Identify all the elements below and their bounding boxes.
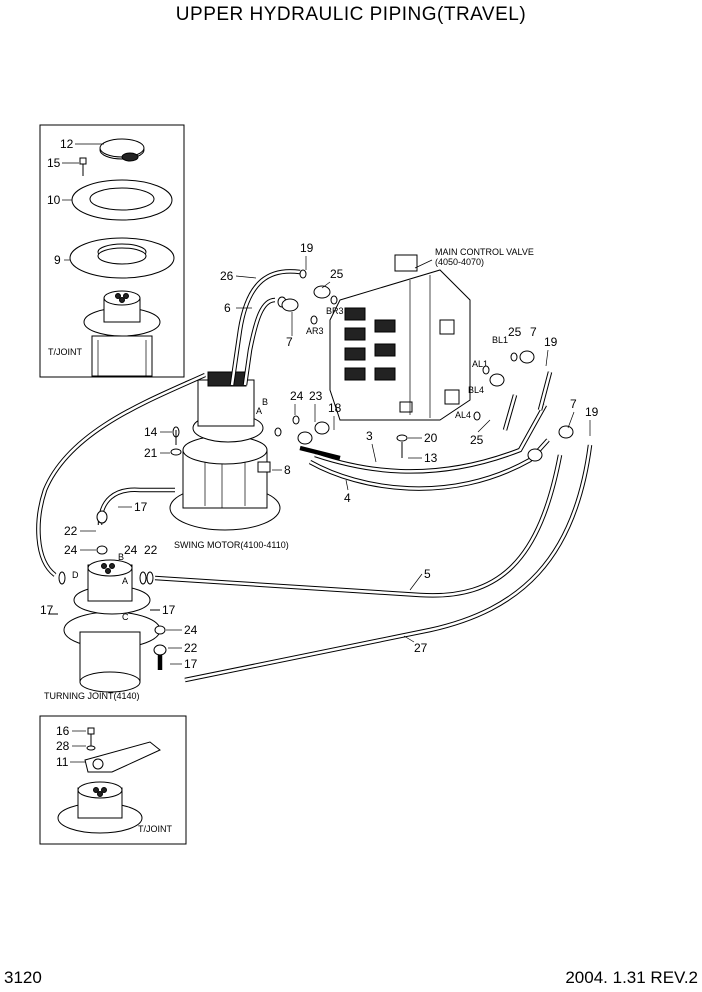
callout-27: 27: [414, 641, 428, 655]
callout-5: 5: [424, 567, 431, 581]
callout-3: 3: [366, 429, 373, 443]
callout-17-left: 17: [40, 603, 54, 617]
callout-24-motor: 24: [290, 389, 304, 403]
main-control-valve-part: [329, 254, 471, 421]
turning-joint-top-part: [83, 290, 161, 377]
callout-19-right: 19: [544, 335, 558, 349]
port-label-b-motor: B: [262, 397, 268, 407]
callout-28: 28: [56, 739, 70, 753]
callout-25-top: 25: [330, 267, 344, 281]
inset-box-top: [39, 124, 185, 378]
hose-lines: [36, 269, 593, 683]
callout-24-right: 24: [124, 543, 138, 557]
port-label-br3: BR3: [326, 306, 344, 316]
callout-16: 16: [56, 724, 70, 738]
port-label-c-tj: C: [122, 612, 129, 622]
callout-21: 21: [144, 446, 158, 460]
turning-joint-part: [63, 559, 161, 693]
callout-7-right: 7: [530, 325, 537, 339]
port-label-bl4: BL4: [468, 385, 484, 395]
callout-22-left: 22: [64, 524, 78, 538]
inset-box-bottom: [39, 715, 187, 845]
callout-10: 10: [47, 193, 61, 207]
caption-tjoint-top: T/JOINT: [48, 347, 82, 357]
callout-7-top: 7: [286, 335, 293, 349]
callout-19-lower: 19: [585, 405, 599, 419]
plate-part: [69, 237, 175, 279]
port-label-ar3: AR3: [306, 326, 324, 336]
port-label-a-motor: A: [256, 406, 262, 416]
callout-19-top: 19: [300, 241, 314, 255]
callout-8: 8: [284, 463, 291, 477]
port-label-bl1: BL1: [492, 335, 508, 345]
port-label-d-tj: D: [72, 570, 79, 580]
callout-20: 20: [424, 431, 438, 445]
swing-motor-part: [169, 371, 281, 531]
callout-17-bottom: 17: [184, 657, 198, 671]
callout-17-drain: 17: [134, 500, 148, 514]
caption-tjoint-bottom: T/JOINT: [138, 824, 172, 834]
fittings: [48, 269, 574, 656]
callout-12: 12: [60, 137, 74, 151]
callout-25-bottom: 25: [470, 433, 484, 447]
callout-15: 15: [47, 156, 61, 170]
callout-24-left: 24: [64, 543, 78, 557]
caption-turning-joint: TURNING JOINT(4140): [44, 691, 140, 701]
callout-11: 11: [56, 755, 69, 769]
callout-26: 26: [220, 269, 234, 283]
callout-14: 14: [144, 425, 158, 439]
turning-joint-bottom-part: [57, 781, 143, 834]
port-label-a-tj: A: [122, 576, 128, 586]
callout-24-bottom: 24: [184, 623, 198, 637]
callout-22-right: 22: [144, 543, 158, 557]
callout-4: 4: [344, 491, 351, 505]
callout-7-lower: 7: [570, 397, 577, 411]
caption-swing-motor: SWING MOTOR(4100-4110): [174, 540, 289, 550]
lock-plate-part: [84, 727, 161, 773]
port-label-al4: AL4: [455, 410, 471, 420]
port-label-al1: AL1: [472, 359, 488, 369]
caption-mcv-line1: MAIN CONTROL VALVE: [435, 247, 534, 257]
callout-13: 13: [424, 451, 438, 465]
revision-date: 2004. 1.31 REV.2: [565, 968, 698, 987]
caption-mcv-line2: (4050-4070): [435, 257, 484, 267]
clamp-part: [99, 138, 145, 162]
callout-9: 9: [54, 253, 61, 267]
gasket-part: [71, 179, 173, 221]
page-title: UPPER HYDRAULIC PIPING(TRAVEL): [175, 4, 527, 25]
callout-18: 18: [328, 401, 342, 415]
callout-23: 23: [309, 389, 323, 403]
callout-17-right: 17: [162, 603, 176, 617]
bolt-part: [79, 157, 87, 176]
port-label-b-tj: B: [118, 552, 124, 562]
callout-22-bottom: 22: [184, 641, 198, 655]
callout-25-right: 25: [508, 325, 522, 339]
page-number: 3120: [4, 968, 42, 987]
callout-6: 6: [224, 301, 231, 315]
